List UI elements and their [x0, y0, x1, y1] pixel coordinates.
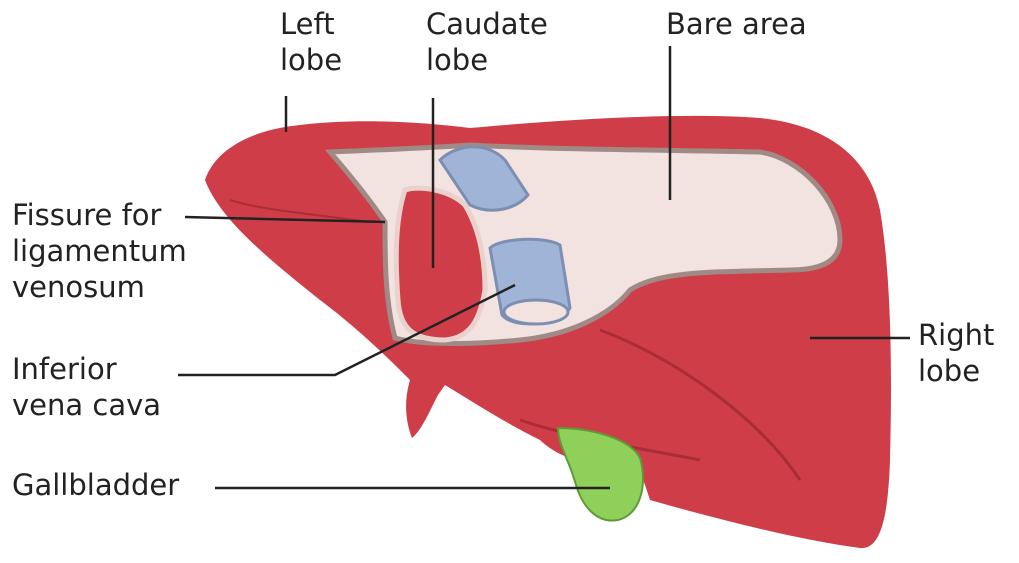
label-inferior-vena-cava: Inferior vena cava: [12, 351, 161, 423]
label-caudate-lobe: Caudate lobe: [426, 6, 548, 78]
label-fissure: Fissure for ligamentum venosum: [12, 197, 187, 305]
label-gallbladder: Gallbladder: [12, 467, 179, 503]
label-right-lobe: Right lobe: [918, 317, 994, 389]
label-bare-area: Bare area: [666, 6, 807, 42]
vena-cava-opening: [504, 300, 568, 324]
label-left-lobe: Left lobe: [280, 6, 342, 78]
